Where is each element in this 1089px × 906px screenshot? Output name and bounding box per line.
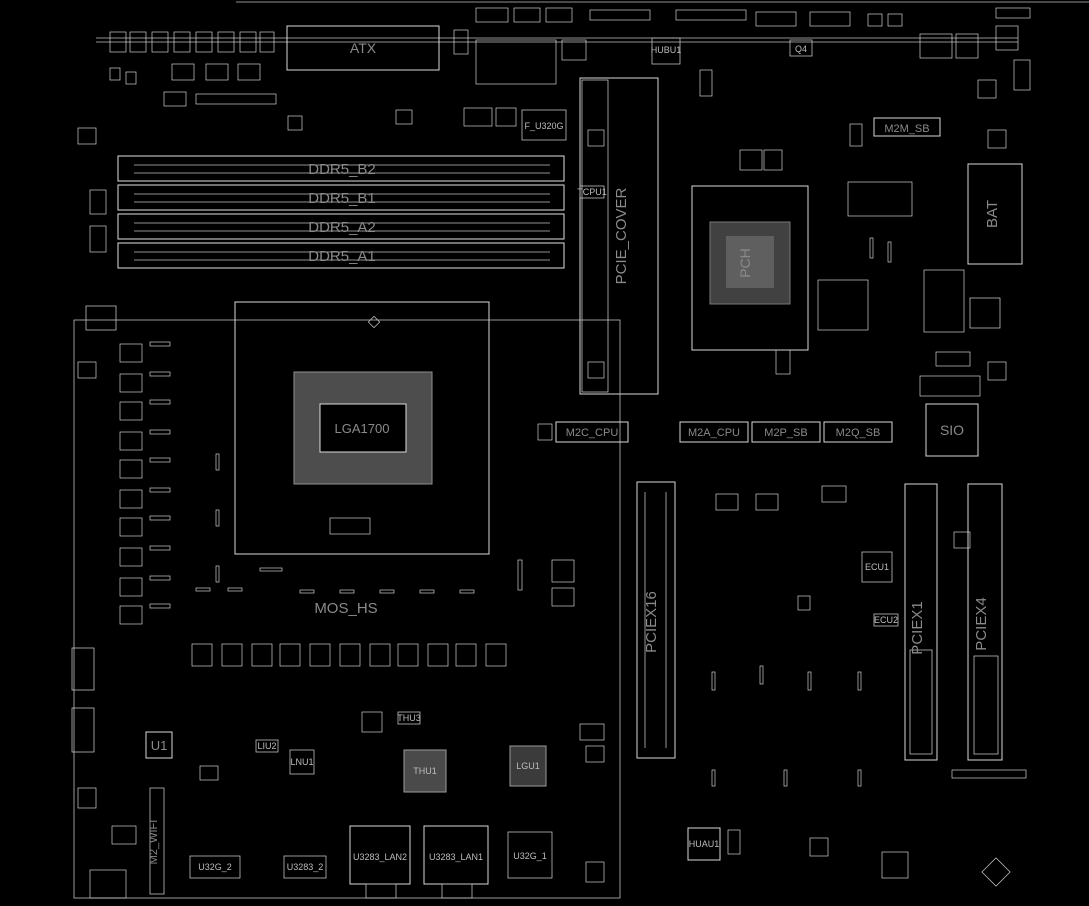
pciex1-slot: PCIEX1	[904, 483, 938, 761]
pciex16-label: PCIEX16	[643, 591, 660, 653]
u3283-lan2-port: U3283_LAN2	[349, 825, 411, 899]
thu1-label: THU1	[413, 766, 437, 776]
pcie-cover-label: PCIE_COVER	[613, 187, 630, 284]
thu1-chip: THU1	[361, 711, 447, 793]
right-passives	[817, 181, 981, 397]
u3283-lan1-port: U3283_LAN1	[423, 825, 489, 899]
huau1-label: HUAU1	[689, 839, 720, 849]
m2m-sb-slot: M2M_SB	[849, 117, 1007, 149]
pch-chip: PCH	[691, 149, 809, 375]
pcie-cover: TCPU1 PCIE_COVER	[577, 77, 659, 395]
ecu2-chip: ECU2	[873, 613, 899, 627]
u32g-2-port: U32G_2	[189, 855, 241, 879]
ddr5-a1-label: DDR5_A1	[308, 248, 376, 265]
ddr5-a2-label: DDR5_A2	[308, 219, 376, 236]
u1-chip: U1	[145, 731, 219, 781]
sio-chip: SIO	[925, 403, 979, 549]
sio-label: SIO	[940, 422, 964, 438]
lga1700-label: LGA1700	[335, 421, 390, 436]
pch-label: PCH	[737, 248, 753, 278]
pciex4-slot: PCIEX4	[951, 483, 1027, 779]
lgu1-chip: LGU1	[509, 723, 605, 787]
pciex1-label: PCIEX1	[909, 601, 926, 654]
cpu-socket-lga1700: LGA1700	[234, 301, 490, 555]
u32g-1-label: U32G_1	[513, 851, 547, 861]
cpu-mos-area	[73, 319, 621, 899]
hubu1-label: HUBU1	[651, 45, 682, 55]
vrm-column	[77, 343, 143, 625]
mos-heatsink: MOS_HS	[191, 559, 575, 667]
u320g-label: F_U320G	[524, 121, 563, 131]
misc-passives	[149, 237, 892, 787]
tcpu1-label: TCPU1	[577, 187, 607, 197]
m2p-sb-label: M2P_SB	[764, 427, 807, 439]
ecu2-label: ECU2	[874, 615, 898, 625]
lgu1-label: LGU1	[516, 761, 540, 771]
m2a-cpu-slot: M2A_CPU	[679, 421, 749, 443]
u32g-2-label: U32G_2	[198, 862, 232, 872]
liu2-label: LIU2	[257, 741, 276, 751]
m2m-sb-label: M2M_SB	[884, 123, 929, 135]
u3283-2-label: U3283_2	[287, 862, 324, 872]
center-small-parts	[715, 485, 847, 611]
huau1-chip: HUAU1	[687, 827, 1011, 887]
pciex16-slot: PCIEX16	[636, 481, 676, 759]
left-headers	[71, 647, 97, 809]
m2-wifi-label: M2_WIFI	[148, 820, 160, 865]
ddr5-slot-a2: DDR5_A2	[117, 213, 565, 240]
m2p-sb-slot: M2P_SB	[751, 421, 821, 443]
liu2-chip: LIU2	[255, 739, 279, 753]
bat-label: BAT	[984, 200, 1001, 228]
lnu1-chip: LNU1	[289, 749, 315, 775]
u3283-lan1-label: U3283_LAN1	[429, 852, 483, 862]
ddr5-slot-b1: DDR5_B1	[117, 184, 565, 211]
ecu1-label: ECU1	[865, 562, 889, 572]
atx-label: ATX	[350, 40, 377, 56]
m2q-sb-label: M2Q_SB	[836, 427, 881, 439]
u1-label: U1	[151, 738, 168, 753]
m2c-cpu-label: M2C_CPU	[566, 427, 619, 439]
atx-connector: ATX	[286, 25, 440, 71]
battery-holder: BAT	[967, 163, 1023, 381]
top-left-components	[77, 31, 277, 331]
lnu1-label: LNU1	[290, 757, 313, 767]
ecu1-chip: ECU1	[861, 551, 893, 583]
top-headers: HUBU1 Q4 F_U320G	[287, 7, 1031, 141]
ddr5-slot-a1: DDR5_A1	[117, 242, 565, 269]
thu3-chip: THU3	[397, 711, 421, 725]
ddr5-slot-b2: DDR5_B2	[117, 155, 565, 182]
u3283-2-port: U3283_2	[283, 855, 327, 879]
ddr5-b1-label: DDR5_B1	[308, 190, 376, 207]
mos-hs-label: MOS_HS	[314, 600, 377, 617]
m2c-cpu-slot: M2C_CPU	[537, 421, 629, 443]
m2q-sb-slot: M2Q_SB	[823, 421, 893, 443]
m2-wifi-slot: M2_WIFI	[89, 787, 165, 899]
pciex4-label: PCIEX4	[973, 597, 990, 650]
u32g-1-port: U32G_1	[507, 831, 605, 883]
u3283-lan2-label: U3283_LAN2	[353, 852, 407, 862]
q4-label: Q4	[795, 44, 807, 54]
m2a-cpu-label: M2A_CPU	[688, 427, 740, 439]
ddr5-b2-label: DDR5_B2	[308, 161, 376, 178]
thu3-label: THU3	[397, 713, 421, 723]
